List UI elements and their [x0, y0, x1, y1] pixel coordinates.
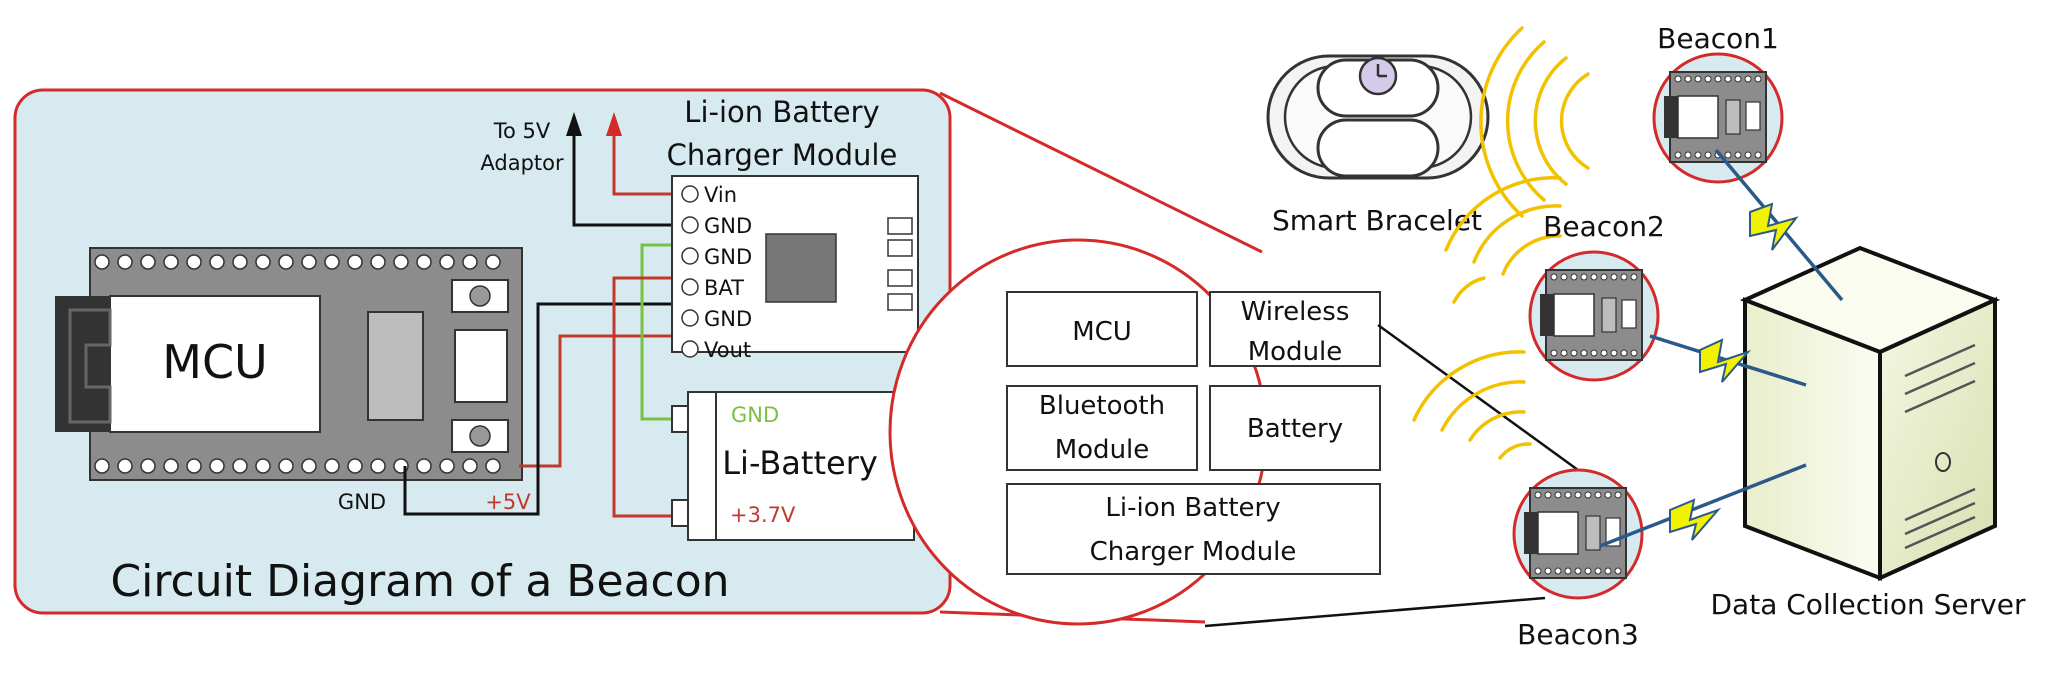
mcu-pin: [255, 254, 271, 270]
mcu-pin: [163, 458, 179, 474]
wire-gnd-green: [640, 243, 678, 421]
bracelet-label: Smart Bracelet: [1272, 204, 1482, 237]
mcu-pin: [462, 254, 478, 270]
charger-pin-hole: [681, 247, 699, 265]
smart-bracelet: Smart Bracelet: [1266, 54, 1490, 237]
module-wireless-line1: Wireless: [1241, 297, 1350, 327]
mcu-pin: [416, 254, 432, 270]
charger-pin-hole: [681, 278, 699, 296]
beacon2-label: Beacon2: [1543, 210, 1665, 243]
mcu-pin: [347, 458, 363, 474]
mcu-gnd-label: GND: [338, 490, 386, 514]
charger-pin-hole: [681, 340, 699, 358]
module-battery: Battery: [1247, 414, 1343, 444]
charger-pin-label: BAT: [704, 276, 744, 300]
mcu-pin: [163, 254, 179, 270]
mcu-label: MCU: [162, 335, 267, 389]
charger-pin-hole: [681, 216, 699, 234]
lightning-bolts: [1669, 202, 1799, 541]
beacon1-icon: [1652, 52, 1784, 184]
beacon2-icon: [1528, 250, 1660, 382]
mcu-pin: [94, 458, 110, 474]
server-label: Data Collection Server: [1711, 588, 2026, 621]
mcu-pin: [485, 458, 501, 474]
circuit-title: Circuit Diagram of a Beacon: [110, 556, 729, 607]
mcu-pin: [324, 458, 340, 474]
mcu-pin: [232, 458, 248, 474]
beacon-group: [1512, 52, 1784, 600]
module-charger-line2: Charger Module: [1090, 537, 1297, 567]
signal-waves: [1412, 26, 1590, 460]
mcu-pin: [324, 254, 340, 270]
charger-pin-label: Vin: [704, 183, 737, 207]
mcu-pin: [439, 254, 455, 270]
mcu-pin: [347, 254, 363, 270]
mcu-pin: [209, 254, 225, 270]
battery-label: Li-Battery: [722, 444, 878, 482]
beacon1-label: Beacon1: [1657, 22, 1779, 55]
mcu-pin: [416, 458, 432, 474]
module-charger-line1: Li-ion Battery: [1105, 493, 1280, 523]
mcu-pin: [301, 458, 317, 474]
mcu-pin: [462, 458, 478, 474]
adaptor-label-line2: Adaptor: [480, 151, 564, 175]
data-collection-server: Data Collection Server: [1711, 245, 2026, 621]
mcu-5v-label: +5V: [485, 490, 531, 514]
mcu-pin: [278, 458, 294, 474]
module-mcu: MCU: [1072, 317, 1132, 347]
charger-pin-hole: [681, 309, 699, 327]
mcu-pin: [370, 254, 386, 270]
module-bluetooth-line1: Bluetooth: [1039, 391, 1165, 421]
mcu-pin: [186, 458, 202, 474]
mcu-pin: [370, 458, 386, 474]
mcu-board: MCU: [55, 247, 523, 481]
mcu-pin: [140, 458, 156, 474]
battery-gnd-label: GND: [731, 403, 779, 427]
mcu-pin: [140, 254, 156, 270]
battery-voltage-label: +3.7V: [730, 503, 796, 527]
mcu-pin: [209, 458, 225, 474]
beacon-module-circle: MCU Wireless Module Bluetooth Module Bat…: [888, 238, 1381, 626]
mcu-pin-row-bottom: [94, 458, 501, 474]
mcu-pin: [393, 254, 409, 270]
wire-adaptor-black: [572, 132, 676, 227]
arrow-adaptor-black: [566, 112, 582, 136]
mcu-pin: [117, 254, 133, 270]
beacon3-icon: [1512, 468, 1644, 600]
mcu-pin: [232, 254, 248, 270]
charger-pin-label: GND: [704, 307, 752, 331]
mcu-pin: [485, 254, 501, 270]
mcu-pin: [278, 254, 294, 270]
wires: [403, 132, 678, 518]
mcu-pin: [117, 458, 133, 474]
mcu-pin: [301, 254, 317, 270]
mcu-pin: [255, 458, 271, 474]
zoom-line-top: [939, 91, 1263, 254]
arrow-adaptor-red: [606, 112, 622, 136]
adaptor-label-line1: To 5V: [493, 119, 551, 143]
charger-pin-label: GND: [704, 245, 752, 269]
mcu-pin: [94, 254, 110, 270]
zoom-line-beacon3-top: [1377, 323, 1579, 472]
module-wireless-line2: Module: [1248, 337, 1343, 367]
module-bluetooth-line2: Module: [1055, 435, 1150, 465]
wire-gnd-mcu: [403, 302, 676, 516]
wire-adaptor-red: [612, 132, 676, 196]
circuit-panel: MCU To 5V Adaptor GND +5V Li-ion Battery…: [13, 88, 1263, 624]
mcu-pin: [186, 254, 202, 270]
charger-title-line2: Charger Module: [667, 138, 898, 172]
mcu-pin: [439, 458, 455, 474]
charger-pin-label: Vout: [704, 338, 751, 362]
wire-bat-red: [612, 276, 678, 518]
beacon3-label: Beacon3: [1517, 618, 1639, 651]
li-battery: GND Li-Battery +3.7V: [671, 391, 915, 541]
charger-pin-hole: [681, 185, 699, 203]
zoom-line-beacon3-bottom: [1204, 596, 1546, 628]
mcu-pin-row-top: [94, 254, 501, 270]
charger-pin-label: GND: [704, 214, 752, 238]
charger-title-line1: Li-ion Battery: [684, 95, 879, 129]
